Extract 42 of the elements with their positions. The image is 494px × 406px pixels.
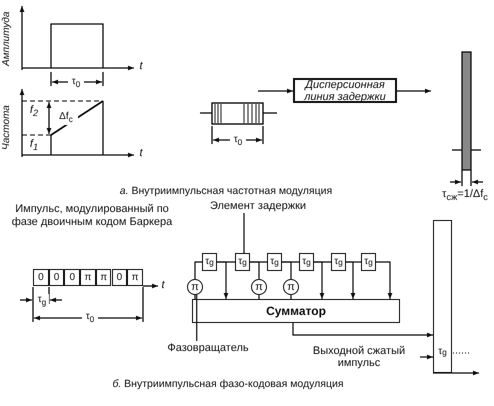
axis-label: Амплитуда (1, 10, 13, 68)
arrow (420, 354, 433, 360)
dimension-label: τ$_{0}$ (82, 311, 98, 325)
axis-label: f$_{2}$ (28, 104, 40, 120)
dimension-label: τ$_{0}$ (230, 134, 246, 148)
code-cell: π (127, 269, 143, 286)
phase-shifter-circle: π (251, 279, 267, 295)
dimension-label: τ$_{g}$ (35, 294, 49, 308)
code-cell: 0 (112, 269, 128, 286)
arrow (292, 323, 433, 338)
arrow (258, 88, 293, 94)
connector-line (250, 261, 260, 279)
code-cell: 0 (48, 269, 64, 286)
axis-label: t (138, 147, 144, 159)
code-cell: 0 (64, 269, 80, 286)
arrow (397, 88, 431, 94)
axis-label: t (160, 279, 166, 291)
code-cell: π (80, 269, 96, 286)
connector-line (194, 261, 202, 279)
leader-line (196, 294, 198, 341)
arrow (376, 261, 392, 299)
caption-text: а. Внутриимпульсная частотная модуляция (118, 185, 334, 198)
callout-text: Элемент задержки (196, 199, 320, 213)
axis-label: f$_{1}$ (28, 138, 40, 154)
adder-box: Сумматор (192, 299, 400, 323)
heading-text: Импульс, модулированный по фазе двоичным кодом Баркера (10, 203, 174, 230)
callout-text: Фазовращатель (158, 341, 258, 355)
arrow (217, 261, 228, 299)
arrow (314, 261, 324, 299)
leader-line (243, 213, 245, 253)
formula-text: τ$_{сж}$=1/Δf$_{с}$ (441, 188, 489, 204)
code-cell: π (96, 269, 112, 286)
connector-line (282, 261, 292, 279)
code-cell: 0 (33, 269, 49, 286)
axis-label: Частота (1, 104, 13, 152)
callout-text: Выходной сжатый импульс (298, 343, 420, 371)
phase-shifter-circle: π (187, 279, 203, 295)
axis-label: t (138, 60, 144, 72)
arrow (346, 261, 356, 299)
phase-shifter-circle: π (283, 279, 299, 295)
caption-text: б. Внутриимпульсная фазо-кодовая модуляция (111, 378, 345, 392)
dimension-label: τ$_{0}$ (68, 76, 84, 90)
